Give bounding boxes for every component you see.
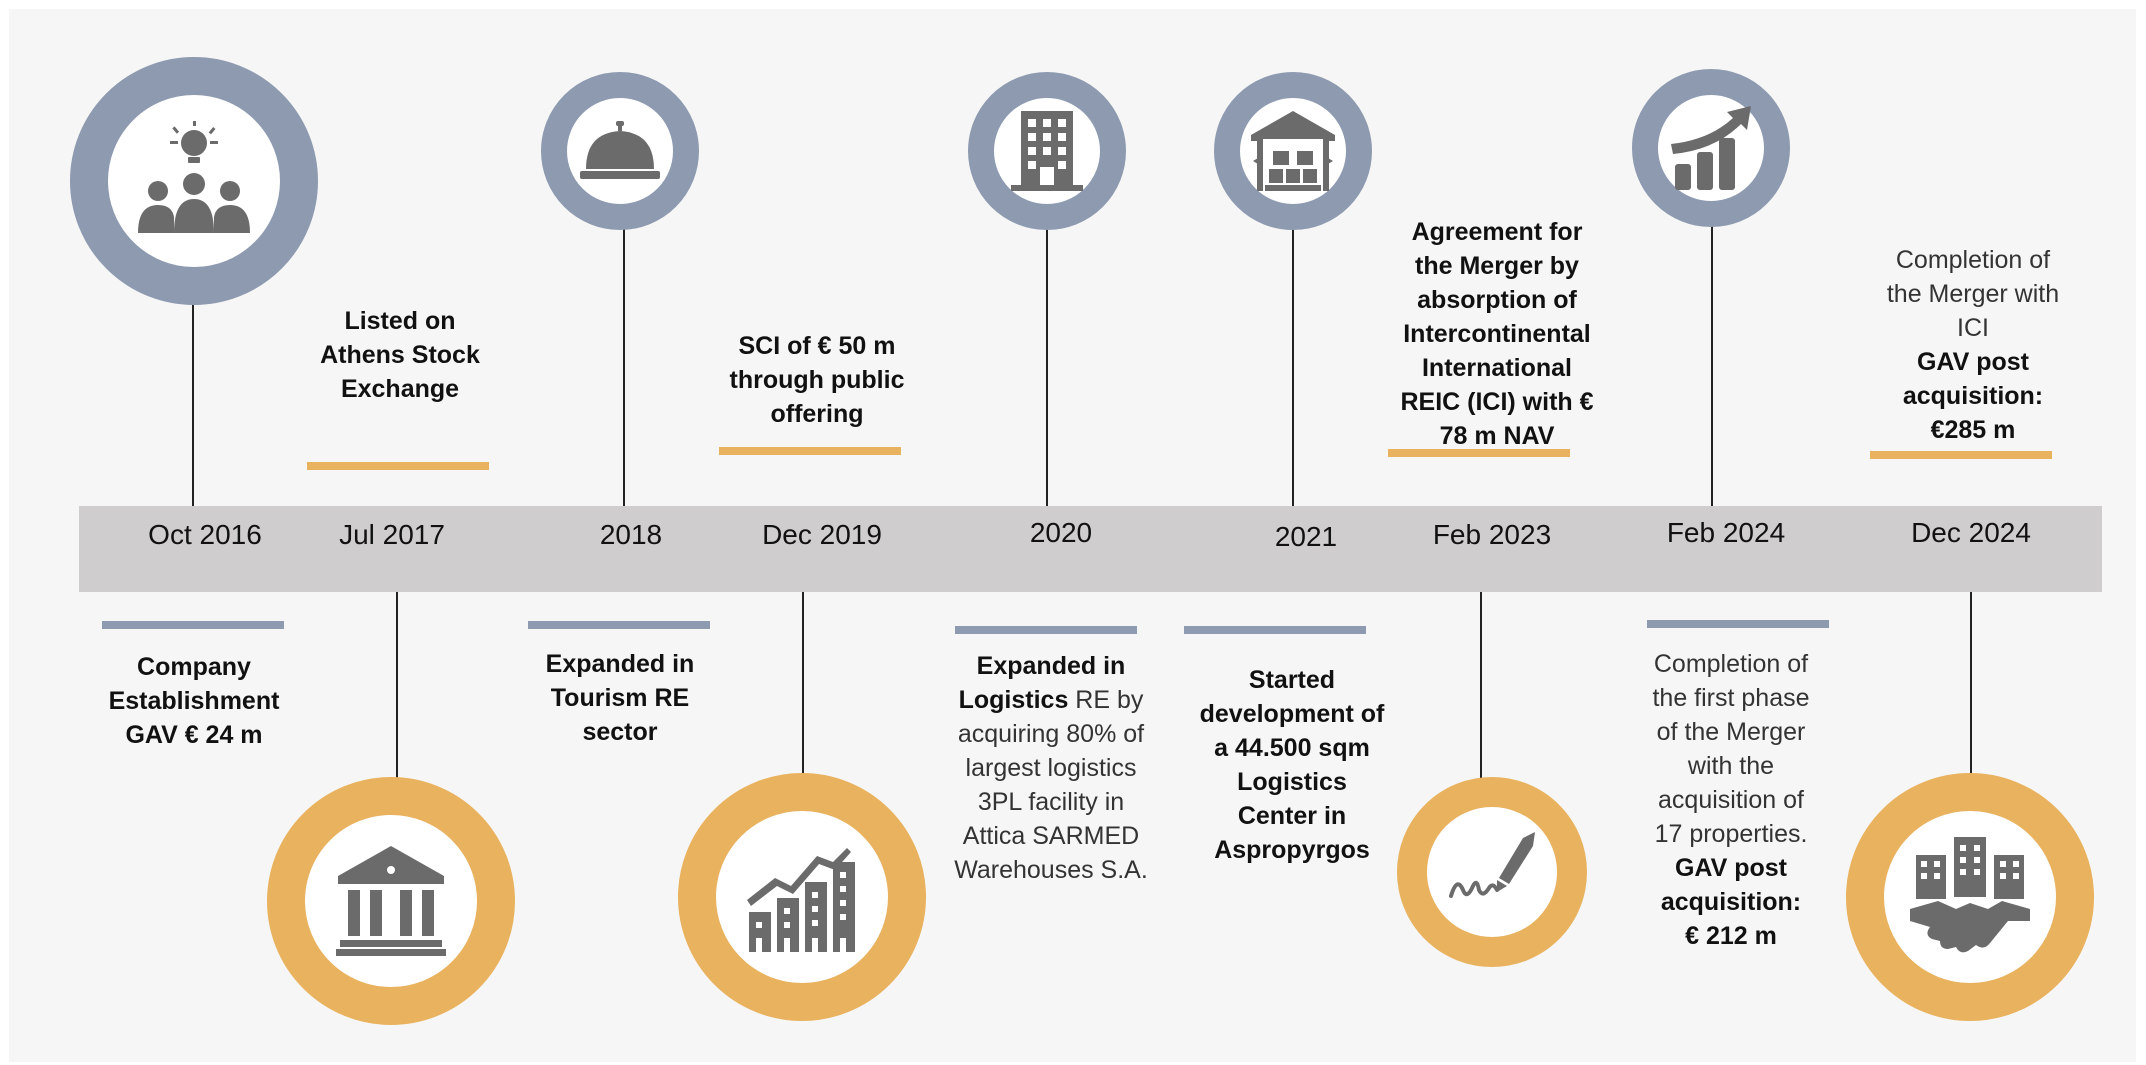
- accent-bar-jul-2017: [307, 462, 489, 470]
- ring-dec-2019: [678, 773, 926, 1021]
- bank-building-icon: [336, 846, 446, 956]
- accent-bar-feb-2024: [1647, 620, 1829, 628]
- date-2020: 2020: [1029, 517, 1093, 548]
- ring-feb-2023: [1397, 777, 1587, 967]
- office-building-icon: [1011, 111, 1083, 191]
- event-text-dec-2024: Completion of the Merger with ICI GAV po…: [1886, 246, 2060, 444]
- event-text-feb-2024: Completion of the first phase of the Mer…: [1652, 650, 1810, 950]
- accent-bar-oct-2016: [102, 621, 284, 629]
- date-dec-2019: Dec 2019: [762, 519, 882, 550]
- connector-2018: [623, 221, 625, 506]
- ring-2021: [1214, 72, 1372, 230]
- idea-team-icon: [138, 121, 250, 233]
- date-jul-2017: Jul 2017: [339, 519, 445, 550]
- growth-chart-icon: [747, 848, 855, 952]
- connector-jul-2017: [396, 592, 398, 787]
- connector-dec-2024: [1970, 592, 1972, 782]
- date-2021: 2021: [1274, 521, 1338, 552]
- signature-pen-icon: [1449, 832, 1535, 898]
- connector-dec-2019: [802, 592, 804, 782]
- connector-feb-2024: [1711, 221, 1713, 506]
- accent-bar-2021: [1184, 626, 1366, 634]
- ring-feb-2024: [1632, 69, 1790, 227]
- date-dec-2024: Dec 2024: [1911, 517, 2031, 548]
- connector-2020: [1046, 221, 1048, 506]
- timeline-canvas: Oct 2016 Jul 2017 2018 Dec 2019 2020 202…: [9, 9, 2136, 1062]
- date-feb-2024: Feb 2024: [1666, 517, 1786, 548]
- ring-2018: [541, 72, 699, 230]
- ring-jul-2017: [267, 777, 515, 1025]
- ring-dec-2024: [1846, 773, 2094, 1021]
- date-2018: 2018: [599, 519, 663, 550]
- service-bell-icon: [580, 121, 660, 179]
- accent-bar-2020: [955, 626, 1137, 634]
- ring-2020: [968, 72, 1126, 230]
- accent-bar-2018: [528, 621, 710, 629]
- ring-oct-2016: [70, 57, 318, 305]
- warehouse-icon: [1251, 111, 1335, 191]
- connector-feb-2023: [1480, 592, 1482, 782]
- accent-bar-feb-2023: [1388, 449, 1570, 457]
- date-oct-2016: Oct 2016: [148, 519, 262, 550]
- date-feb-2023: Feb 2023: [1432, 519, 1552, 550]
- connector-2021: [1292, 221, 1294, 506]
- accent-bar-dec-2019: [719, 447, 901, 455]
- handshake-buildings-icon: [1910, 837, 2030, 953]
- accent-bar-dec-2024: [1870, 451, 2052, 459]
- timeline-band: [79, 506, 2102, 592]
- connector-oct-2016: [192, 299, 194, 506]
- trend-arrow-chart-icon: [1671, 106, 1751, 190]
- event-text-2020: Expanded in Logistics RE by acquiring 80…: [954, 652, 1148, 884]
